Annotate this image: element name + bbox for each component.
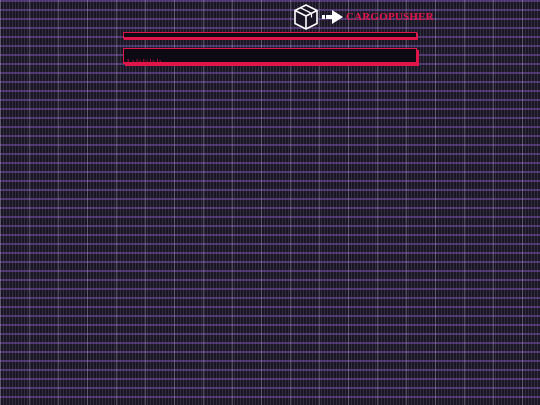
box-icon xyxy=(294,4,318,30)
message-text: La la la la la xyxy=(127,58,162,66)
brand-logo: CARGOPUSHER xyxy=(292,3,434,31)
message-box: La la la la la xyxy=(123,48,417,66)
arrow-right-icon xyxy=(322,10,343,24)
command-input[interactable] xyxy=(123,32,417,39)
brand-name: CARGOPUSHER xyxy=(346,11,434,23)
